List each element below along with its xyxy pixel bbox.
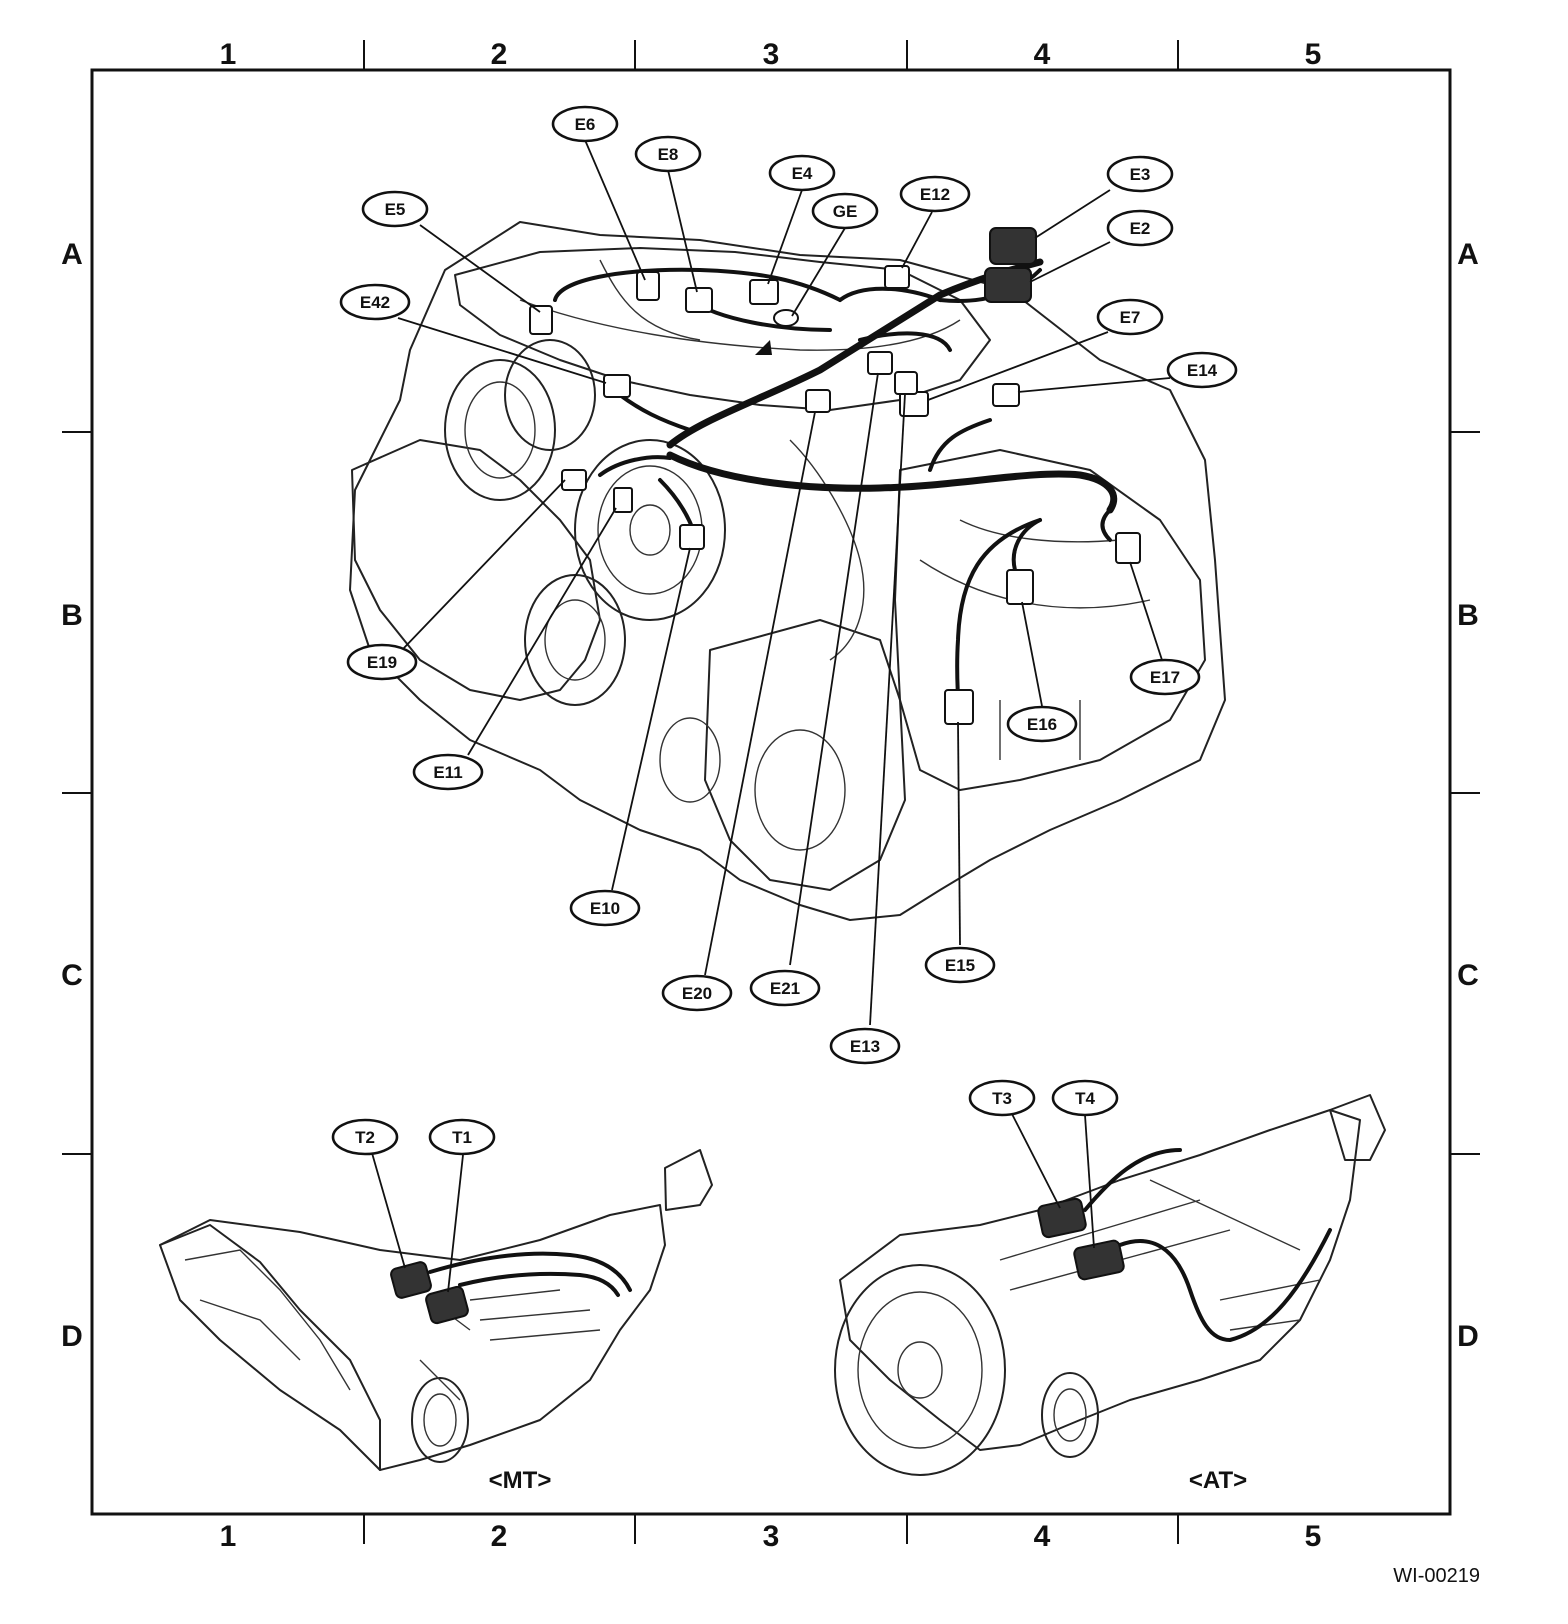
label-e12: E12 xyxy=(899,175,971,213)
label-e3-text: E3 xyxy=(1130,165,1151,184)
label-e10-text: E10 xyxy=(590,899,620,918)
label-e6-text: E6 xyxy=(575,115,596,134)
at-caption: <AT> xyxy=(1189,1467,1247,1494)
grid-ticks xyxy=(62,40,1480,1544)
col-label-bottom-4: 4 xyxy=(1034,1520,1051,1553)
leader-lines xyxy=(397,139,1171,1026)
label-e12-text: E12 xyxy=(920,185,950,204)
label-e17: E17 xyxy=(1129,658,1201,696)
row-label-right-b: B xyxy=(1457,599,1479,632)
label-e17-text: E17 xyxy=(1150,668,1180,687)
label-e19-text: E19 xyxy=(367,653,397,672)
row-label-left-c: C xyxy=(61,959,83,992)
label-e21-text: E21 xyxy=(770,979,800,998)
mt-transmission-illustration xyxy=(159,1149,713,1471)
col-label-bottom-3: 3 xyxy=(763,1520,780,1553)
label-e14-text: E14 xyxy=(1187,361,1218,380)
label-e19: E19 xyxy=(346,643,418,681)
label-e3: E3 xyxy=(1106,155,1174,193)
label-e10: E10 xyxy=(569,889,641,927)
label-e16: E16 xyxy=(1006,705,1078,743)
label-e42-text: E42 xyxy=(360,293,390,312)
label-e20: E20 xyxy=(661,974,733,1012)
row-label-left-b: B xyxy=(61,599,83,632)
col-label-bottom-5: 5 xyxy=(1305,1520,1322,1553)
col-label-bottom-2: 2 xyxy=(491,1520,508,1553)
label-e16-text: E16 xyxy=(1027,715,1057,734)
label-t2: T2 xyxy=(331,1118,399,1156)
col-label-bottom-1: 1 xyxy=(220,1520,237,1553)
row-label-right-a: A xyxy=(1457,238,1479,271)
label-e20-text: E20 xyxy=(682,984,712,1003)
engine-harness xyxy=(553,258,1118,702)
row-label-left-d: D xyxy=(61,1320,83,1353)
label-e7-text: E7 xyxy=(1120,308,1141,327)
label-e15-text: E15 xyxy=(945,956,975,975)
label-t1: T1 xyxy=(428,1118,496,1156)
col-label-top-3: 3 xyxy=(763,38,780,71)
col-label-top-2: 2 xyxy=(491,38,508,71)
engine-connectors xyxy=(529,227,1141,725)
label-e21: E21 xyxy=(749,969,821,1007)
row-label-right-d: D xyxy=(1457,1320,1479,1353)
label-e4-text: E4 xyxy=(792,164,813,183)
col-label-top-4: 4 xyxy=(1034,38,1051,71)
label-e4: E4 xyxy=(768,154,836,192)
label-e7: E7 xyxy=(1096,298,1164,336)
label-e13: E13 xyxy=(829,1027,901,1065)
col-label-top-1: 1 xyxy=(220,38,237,71)
at-transmission-illustration xyxy=(834,1094,1386,1476)
label-e5: E5 xyxy=(361,190,429,228)
label-e2-text: E2 xyxy=(1130,219,1151,238)
col-label-top-5: 5 xyxy=(1305,38,1322,71)
label-e42: E42 xyxy=(339,283,411,321)
figure-id: WI-00219 xyxy=(1393,1565,1480,1587)
label-e8-text: E8 xyxy=(658,145,679,164)
label-e13-text: E13 xyxy=(850,1037,880,1056)
label-e6: E6 xyxy=(551,105,619,143)
label-t2-text: T2 xyxy=(355,1128,375,1147)
mt-caption: <MT> xyxy=(489,1467,552,1494)
label-ge: GE xyxy=(811,192,879,230)
label-ge-text: GE xyxy=(833,202,858,221)
row-label-left-a: A xyxy=(61,238,83,271)
label-t1-text: T1 xyxy=(452,1128,472,1147)
label-e11-text: E11 xyxy=(433,763,462,782)
label-e11: E11 xyxy=(412,753,484,791)
label-t3: T3 xyxy=(968,1079,1036,1117)
label-t3-text: T3 xyxy=(992,1089,1012,1108)
label-t4-text: T4 xyxy=(1075,1089,1095,1108)
engine-illustration xyxy=(349,221,1226,921)
label-e15: E15 xyxy=(924,946,996,984)
label-t4: T4 xyxy=(1051,1079,1119,1117)
row-label-right-c: C xyxy=(1457,959,1479,992)
label-e2: E2 xyxy=(1106,209,1174,247)
label-e8: E8 xyxy=(634,135,702,173)
label-e5-text: E5 xyxy=(385,200,406,219)
label-e14: E14 xyxy=(1166,351,1238,389)
